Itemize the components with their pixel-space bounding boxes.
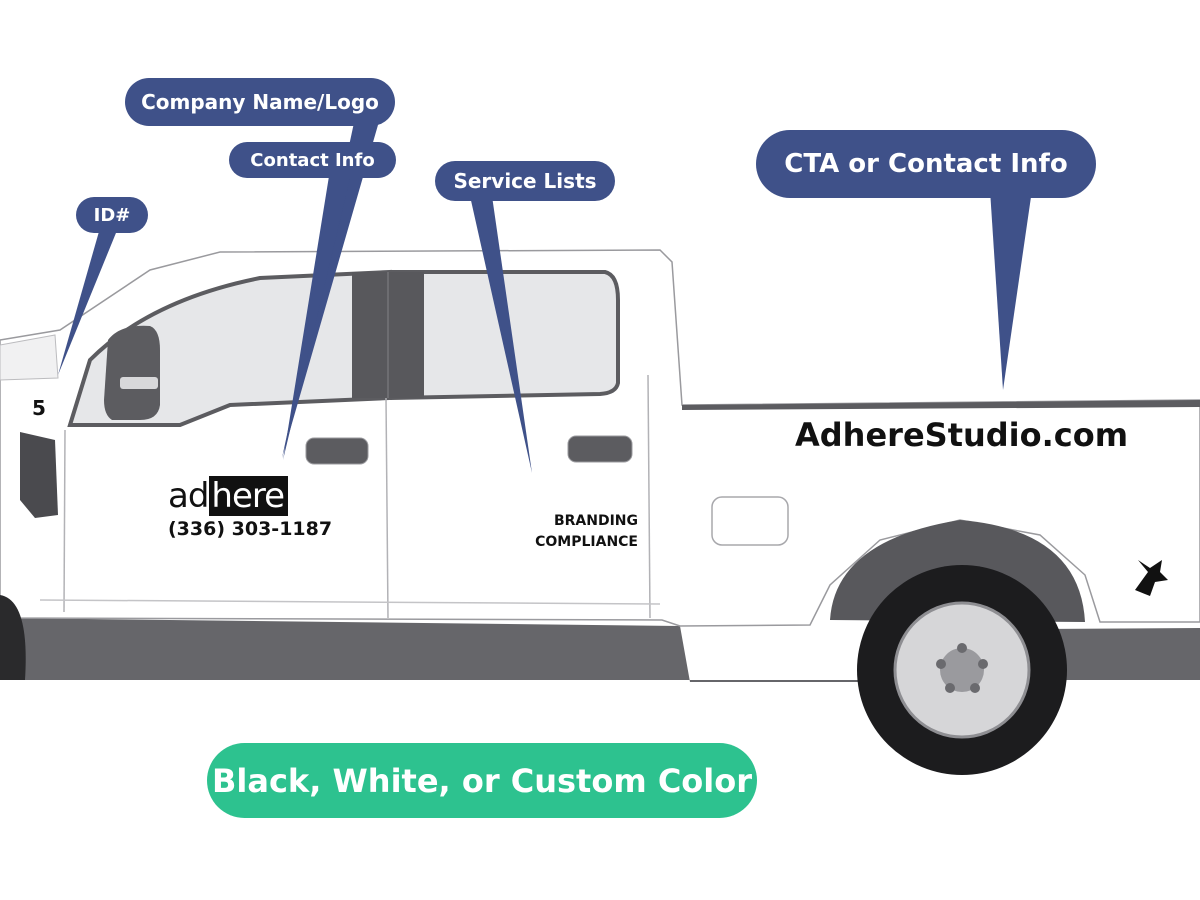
callout-id: ID# [76,197,148,233]
bed-rail [682,400,1200,410]
callout-company-name-logo: Company Name/Logo [125,78,395,126]
company-callout-pointer [282,118,380,458]
callout-cta-label: CTA or Contact Info [784,149,1068,179]
color-options-label: Black, White, or Custom Color [211,761,753,800]
cta-callout-pointer [990,190,1032,390]
headlight [20,432,58,518]
rear-door-handle [567,435,633,463]
color-options-pill: Black, White, or Custom Color [207,743,757,818]
id-number-decal: 5 [32,396,46,420]
side-mirror [104,325,160,420]
fuel-door [711,496,789,546]
callout-contact-label: Contact Info [250,149,375,171]
service-item-compliance: COMPLIANCE [535,534,638,550]
callout-service-label: Service Lists [453,169,597,193]
front-tire [0,595,26,680]
hood [0,334,59,381]
callout-company-label: Company Name/Logo [141,90,379,114]
callout-service-lists: Service Lists [435,161,615,201]
bird-icon [1135,560,1168,596]
website-decal: AdhereStudio.com [795,416,1129,454]
service-list-decal: BRANDING COMPLIANCE [520,511,638,553]
logo-text-here: here [209,476,289,516]
callout-cta-contact: CTA or Contact Info [756,130,1096,198]
adhere-logo: ad here [168,476,289,516]
callout-contact-info: Contact Info [229,142,396,178]
id-callout-pointer [58,228,118,375]
callout-id-label: ID# [93,204,131,226]
logo-text-ad: ad [168,476,209,516]
service-callout-pointer [470,196,532,473]
front-door-handle [305,437,369,465]
contact-callout-pointer [283,170,352,460]
service-item-branding: BRANDING [553,513,638,529]
phone-number-decal: (336) 303-1187 [168,518,333,540]
